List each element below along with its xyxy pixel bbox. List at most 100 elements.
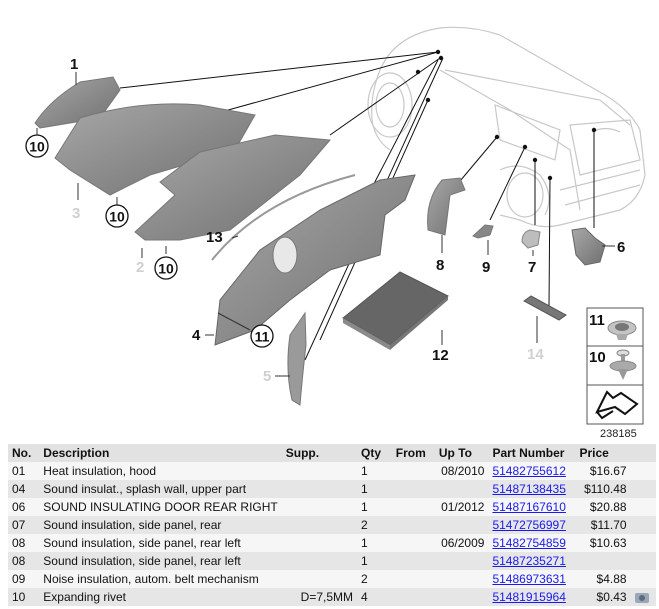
callout-5[interactable]: 5: [263, 368, 271, 385]
cell-qty: 2: [357, 570, 392, 588]
callout-6[interactable]: 6: [617, 239, 625, 256]
cell-part-number: 51482755612: [488, 462, 576, 480]
cell-up-to: 08/2010: [434, 462, 489, 480]
part-number-link[interactable]: 51482754859: [492, 536, 566, 550]
callout-11[interactable]: 11: [250, 324, 274, 348]
part-6-rear-door-insulation[interactable]: [571, 227, 606, 266]
part-number-link[interactable]: 51481915964: [492, 590, 566, 604]
part-number-link[interactable]: 51486973631: [492, 572, 566, 586]
cell-supp: [281, 516, 358, 534]
part-number-link[interactable]: 51487235271: [492, 554, 566, 568]
cell-part-number: 51481915964: [488, 588, 576, 606]
cell-description: Sound insulation, side panel, rear left: [39, 534, 282, 552]
header-up-to[interactable]: Up To: [434, 444, 489, 462]
camera-icon[interactable]: [634, 592, 649, 603]
cell-no: 04: [8, 480, 40, 498]
cell-photo: [630, 462, 656, 480]
header-no[interactable]: No.: [8, 444, 40, 462]
callout-8[interactable]: 8: [436, 257, 444, 274]
part-number-link[interactable]: 51487138435: [492, 482, 566, 496]
cell-description: Sound insulation, side panel, rear: [39, 516, 282, 534]
callout-10-b[interactable]: 10: [105, 204, 129, 228]
table-row: 08 Sound insulation, side panel, rear le…: [8, 534, 656, 552]
cell-photo: [630, 516, 656, 534]
cell-photo: [630, 570, 656, 588]
cell-up-to: [434, 516, 489, 534]
cell-no: 08: [8, 552, 40, 570]
cell-price: $110.48: [575, 480, 631, 498]
cell-price: $20.88: [575, 498, 631, 516]
callout-9[interactable]: 9: [482, 259, 490, 276]
cell-part-number: 51482754859: [488, 534, 576, 552]
cell-qty: 1: [357, 462, 392, 480]
cell-from: [391, 516, 435, 534]
table-row: 04 Sound insulat., splash wall, upper pa…: [8, 480, 656, 498]
cell-supp: [281, 462, 358, 480]
cell-supp: D=7,5MM: [281, 588, 358, 606]
cell-price: $16.67: [575, 462, 631, 480]
cell-description: Sound insulation, side panel, rear left: [39, 552, 282, 570]
cell-description: Noise insulation, autom. belt mechanism: [39, 570, 282, 588]
cell-supp: [281, 498, 358, 516]
header-qty[interactable]: Qty: [357, 444, 392, 462]
cell-photo: [630, 498, 656, 516]
part-7-side-panel-insulation[interactable]: [521, 229, 541, 249]
parts-table: No. Description Supp. Qty From Up To Par…: [8, 444, 656, 606]
table-row: 01 Heat insulation, hood 1 08/2010 51482…: [8, 462, 656, 480]
part-number-link[interactable]: 51472756997: [492, 518, 566, 532]
cell-photo: [630, 588, 656, 606]
part-5-side-trim[interactable]: [287, 311, 307, 406]
part-14-insulation-strip[interactable]: [523, 295, 567, 321]
callout-14[interactable]: 14: [527, 346, 544, 363]
cell-up-to: [434, 570, 489, 588]
cell-supp: [281, 534, 358, 552]
header-description[interactable]: Description: [39, 444, 282, 462]
header-part-number[interactable]: Part Number: [488, 444, 576, 462]
header-photo: [630, 444, 656, 462]
leader-lines: [119, 51, 595, 361]
cell-description: Expanding rivet: [39, 588, 282, 606]
callout-13[interactable]: 13: [206, 229, 223, 246]
part-13-seal-strip[interactable]: [211, 174, 356, 261]
direction-arrow-icon: [595, 390, 639, 420]
cell-no: 09: [8, 570, 40, 588]
part-4-splash-wall-insulation[interactable]: [214, 174, 416, 346]
cell-price: $10.63: [575, 534, 631, 552]
table-row: 06 SOUND INSULATING DOOR REAR RIGHT 1 01…: [8, 498, 656, 516]
cell-up-to: 06/2009: [434, 534, 489, 552]
part-8-side-panel-rear-left[interactable]: [427, 177, 466, 236]
header-from[interactable]: From: [391, 444, 435, 462]
cell-photo: [630, 480, 656, 498]
cell-price: $0.43: [575, 588, 631, 606]
callout-10-a[interactable]: 10: [25, 134, 49, 158]
cell-supp: [281, 570, 358, 588]
legend-label-10: 10: [589, 349, 606, 366]
part-12-insulation-mat[interactable]: [342, 271, 449, 350]
part-number-link[interactable]: 51487167610: [492, 500, 566, 514]
cell-from: [391, 570, 435, 588]
callout-7[interactable]: 7: [528, 259, 536, 276]
callout-1[interactable]: 1: [70, 56, 78, 73]
callout-stems: [36, 72, 615, 377]
cell-part-number: 51487235271: [488, 552, 576, 570]
cell-from: [391, 462, 435, 480]
callout-3[interactable]: 3: [72, 205, 80, 222]
svg-text:11: 11: [255, 329, 270, 345]
cell-description: Heat insulation, hood: [39, 462, 282, 480]
cell-description: SOUND INSULATING DOOR REAR RIGHT: [39, 498, 282, 516]
table-row: 07 Sound insulation, side panel, rear 2 …: [8, 516, 656, 534]
callouts: 1 2 3 4 5 6 7 8 9 10 10 10 11 12 13 14: [25, 56, 625, 385]
cell-part-number: 51472756997: [488, 516, 576, 534]
cell-up-to: [434, 552, 489, 570]
callout-12[interactable]: 12: [432, 347, 449, 364]
leader-dots: [415, 49, 597, 181]
cell-qty: 1: [357, 552, 392, 570]
callout-2[interactable]: 2: [136, 259, 144, 276]
header-supp[interactable]: Supp.: [281, 444, 358, 462]
part-9-belt-mechanism-insulation[interactable]: [472, 224, 494, 239]
part-2-underbody-insulation[interactable]: [134, 134, 332, 241]
part-number-link[interactable]: 51482755612: [492, 464, 566, 478]
callout-10-c[interactable]: 10: [154, 256, 178, 280]
callout-4[interactable]: 4: [192, 327, 201, 344]
header-price[interactable]: Price: [575, 444, 631, 462]
